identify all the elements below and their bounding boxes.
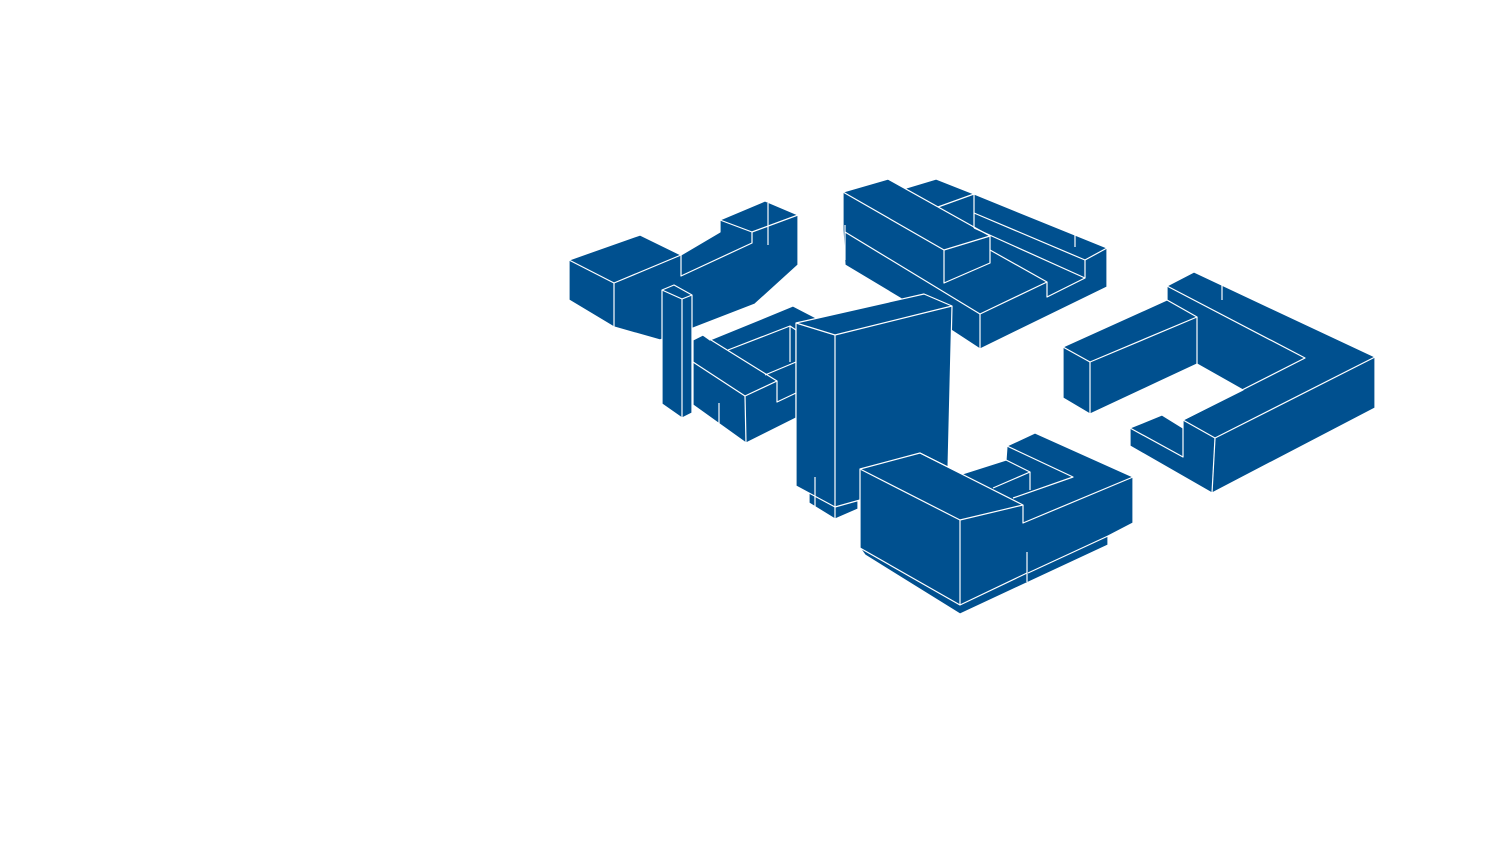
building-edge: [1166, 285, 1306, 421]
building-edge: [943, 236, 991, 284]
building-cluster-west: [692, 305, 821, 444]
building-mass: [568, 200, 799, 341]
building-cluster-north: [842, 178, 1108, 350]
building-edge: [692, 334, 778, 397]
building-cluster-northwest: [568, 200, 799, 341]
building-edge: [744, 395, 747, 444]
building-edge: [989, 249, 1086, 298]
building-cluster-south: [859, 432, 1134, 615]
building-mass: [842, 178, 1108, 350]
building-thin-column: [661, 284, 693, 419]
building-edge: [1027, 535, 1109, 574]
building-edge: [842, 178, 991, 251]
building-edge: [1211, 437, 1216, 494]
building-edge: [1129, 427, 1184, 458]
building-edge: [859, 452, 1024, 521]
building-mass: [1062, 271, 1376, 494]
building-edge: [1022, 476, 1134, 524]
building-edge: [973, 227, 1086, 279]
building-edge: [859, 547, 1028, 606]
building-edge: [1062, 299, 1198, 363]
building-edge: [937, 193, 975, 228]
building-edge: [764, 361, 797, 376]
building-edge: [776, 381, 797, 403]
building-edge: [680, 219, 753, 277]
building-mass: [859, 432, 1134, 615]
building-edge: [1006, 445, 1074, 499]
building-mass: [661, 284, 693, 419]
building-cluster-east: [1062, 271, 1376, 494]
building-edge: [751, 214, 799, 233]
